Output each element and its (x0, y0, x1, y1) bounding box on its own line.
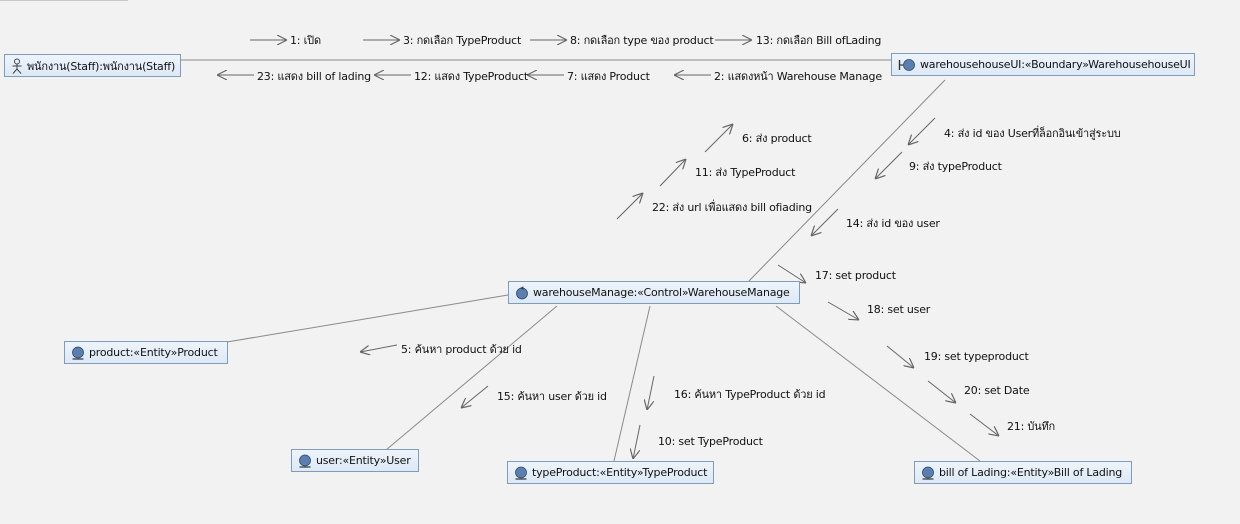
message-label-10: 10: set TypeProduct (658, 435, 763, 448)
message-label-21: 21: บันทึก (1007, 420, 1056, 433)
message-label-9: 9: ส่ง typeProduct (909, 160, 1002, 173)
user-entity-node[interactable]: user:«Entity»User (291, 449, 419, 472)
arrow-m11 (659, 159, 686, 187)
message-label-4: 4: ส่ง id ของ Userที่ล็อกอินเข้าสู่ระบบ (944, 127, 1121, 140)
arrow-m10 (633, 424, 641, 459)
message-label-7: 7: แสดง Product (567, 70, 650, 83)
entity-icon (514, 466, 528, 480)
actor-icon (11, 58, 23, 74)
arrow-m14 (811, 208, 839, 236)
entity-icon (71, 346, 85, 360)
message-label-1: 1: เปิด (290, 34, 321, 47)
message-label-23: 23: แสดง bill of lading (257, 70, 371, 83)
message-label-5: 5: ค้นหา product ด้วย id (401, 343, 522, 356)
arrow-m9 (875, 151, 903, 179)
entity-icon (921, 466, 935, 480)
message-label-12: 12: แสดง TypeProduct (414, 70, 529, 83)
message-label-19: 19: set typeproduct (924, 350, 1029, 363)
message-label-8: 8: กดเลือก type ของ product (570, 34, 714, 47)
control-node[interactable]: warehouseManage:«Control»WarehouseManage (508, 281, 800, 304)
arrow-m5 (360, 344, 398, 352)
typeproduct-entity-node[interactable]: typeProduct:«Entity»TypeProduct (507, 461, 714, 484)
arrow-m19 (886, 345, 914, 368)
message-label-11: 11: ส่ง TypeProduct (695, 166, 796, 179)
link-control-user (385, 305, 558, 451)
message-label-2: 2: แสดงหน้า Warehouse Manage (714, 70, 882, 83)
entity-icon (298, 454, 312, 468)
arrow-m20 (927, 380, 956, 403)
product-node-label: product:«Entity»Product (89, 346, 218, 359)
arrow-m16 (647, 375, 655, 410)
arrow-m22 (616, 193, 643, 220)
bill-entity-node[interactable]: bill of Lading:«Entity»Bill of Lading (914, 461, 1132, 484)
message-label-22: 22: ส่ง url เพื่อแสดง bill ofiading (652, 201, 812, 214)
arrow-m4 (908, 117, 936, 145)
link-ui-control (747, 79, 946, 283)
message-label-16: 16: ค้นหา TypeProduct ด้วย id (674, 388, 826, 401)
message-label-20: 20: set Date (964, 384, 1030, 397)
bill-node-label: bill of Lading:«Entity»Bill of Lading (939, 466, 1123, 479)
arrow-m6 (704, 124, 733, 153)
control-node-label: warehouseManage:«Control»WarehouseManage (533, 286, 790, 299)
message-label-17: 17: set product (815, 269, 896, 282)
message-label-14: 14: ส่ง id ของ user (846, 217, 940, 230)
control-icon (515, 285, 529, 300)
message-label-15: 15: ค้นหา user ด้วย id (497, 390, 607, 403)
message-label-18: 18: set user (867, 303, 931, 316)
link-control-typeproduct (613, 305, 651, 462)
top-divider (0, 0, 128, 1)
message-label-6: 6: ส่ง product (742, 132, 812, 145)
ui-boundary-node[interactable]: warehousehouseUI:«Boundary»Warehousehous… (891, 53, 1195, 76)
arrow-m15 (461, 385, 489, 408)
boundary-icon (898, 58, 916, 72)
link-control-bill (775, 305, 981, 462)
staff-actor-node[interactable]: พนักงาน(Staff):พนักงาน(Staff) (4, 54, 181, 77)
ui-node-label: warehousehouseUI:«Boundary»Warehousehous… (920, 58, 1191, 71)
message-label-13: 13: กดเลือก Bill ofLading (756, 34, 882, 47)
link-control-product (226, 294, 509, 343)
staff-node-label: พนักงาน(Staff):พนักงาน(Staff) (27, 59, 176, 73)
typeproduct-node-label: typeProduct:«Entity»TypeProduct (532, 466, 708, 479)
product-entity-node[interactable]: product:«Entity»Product (64, 341, 228, 364)
message-label-3: 3: กดเลือก TypeProduct (403, 34, 522, 47)
arrow-m18 (827, 301, 859, 320)
arrow-m21 (969, 413, 999, 436)
arrow-m17 (777, 264, 806, 283)
user-node-label: user:«Entity»User (316, 454, 411, 467)
